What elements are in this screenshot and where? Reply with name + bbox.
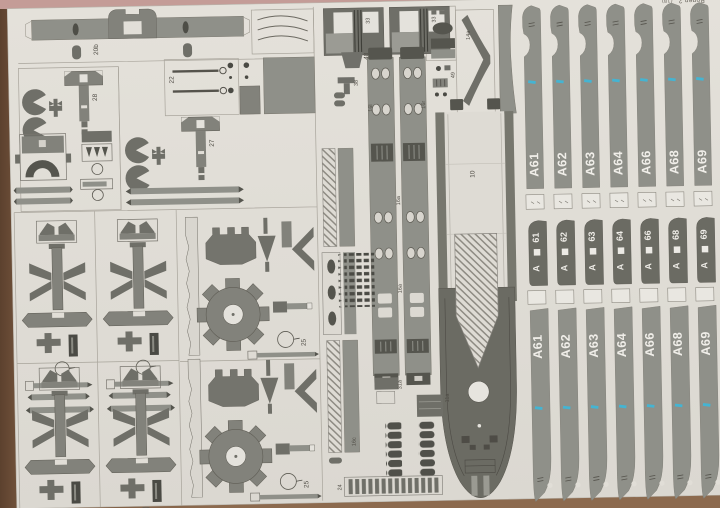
part-number-16a: 16a — [398, 283, 404, 293]
frames-section: A61 A 61 A61 A62 A 62 A62 A63 A 63 A63 A… — [521, 1, 720, 503]
frame-column: A61 A 61 A61 — [521, 4, 554, 503]
side-strip-16c: 16c — [321, 147, 361, 464]
frame-mid-number: 63 — [587, 231, 597, 241]
frame-top-label: A68 — [667, 150, 681, 175]
frame-column: A69 A 69 A69 — [689, 1, 720, 500]
davit-dots-49: 49 — [432, 65, 457, 97]
frame-mid-prefix: A — [643, 263, 653, 270]
part-number-49: 49 — [451, 72, 457, 78]
frame-top-label: A61 — [527, 152, 541, 177]
bow-chevron-14a: 14a — [461, 14, 491, 106]
frame-mid-prefix: A — [615, 263, 625, 270]
pill-column — [418, 419, 436, 477]
frame-column: A62 A 62 A62 — [549, 4, 582, 502]
part-number-38: 38 — [354, 80, 360, 86]
frame-column: A68 A 68 A68 — [661, 2, 694, 500]
part-number-16c: 16c — [352, 437, 358, 446]
gun-mount-part — [15, 133, 72, 181]
window-dash-grid — [338, 252, 376, 308]
frame-mid-prefix: A — [671, 262, 681, 269]
slim-hull-part — [497, 4, 517, 114]
frame-bottom-label: A61 — [531, 334, 545, 359]
part-number-20b: 20b — [93, 44, 100, 55]
frame-bottom-label: A64 — [615, 333, 629, 358]
frame-mid-number: 62 — [559, 232, 569, 242]
fittings-38: 38 — [333, 77, 360, 107]
frame-bottom-label: A63 — [587, 333, 601, 358]
hatch-square-11a: 11a — [416, 393, 451, 417]
frame-column: A63 A 63 A63 — [577, 3, 610, 502]
mast-27-group: 27 — [124, 116, 222, 192]
frame-mid-number: 64 — [615, 231, 625, 241]
frame-mid-prefix: A — [587, 264, 597, 271]
frame-top-label: A62 — [555, 152, 569, 177]
frame-top-label: A63 — [583, 151, 597, 176]
part-number-48: 48 — [363, 52, 370, 60]
part-number-10: 10 — [469, 170, 476, 178]
part-number-28: 28 — [92, 93, 99, 101]
rod-box-22: 22 — [169, 62, 250, 95]
sheet-title: Bogen 2(18) — [661, 0, 704, 4]
part-number-11a: 11a — [445, 393, 451, 403]
frame-top-label: A66 — [639, 150, 653, 175]
fitting-column-box — [430, 10, 456, 59]
part-number-14a: 14a — [466, 30, 472, 40]
part-number-16a: 16a — [396, 195, 402, 205]
deck-part-10: 10 — [435, 98, 517, 498]
part-number-24: 24 — [337, 484, 343, 490]
arrow-box-part — [81, 130, 113, 162]
vent-grid-31a: 31a — [374, 377, 404, 405]
comb-strip-24: 24 — [337, 475, 443, 497]
frame-mid-number: 61 — [531, 233, 541, 243]
frame-column: A64 A 64 A64 — [605, 3, 638, 501]
barbette-circle — [467, 380, 490, 403]
frame-bottom-label: A66 — [643, 332, 657, 357]
part-number-27: 27 — [209, 139, 216, 147]
hatched-deck-area — [454, 233, 499, 369]
part-number-31a: 31a — [397, 379, 403, 389]
small-fittings-left — [80, 163, 114, 201]
frame-column: A66 A 66 A66 — [633, 2, 666, 501]
frame-bottom-label: A69 — [699, 331, 713, 356]
frame-top-label: A64 — [611, 151, 625, 176]
mast-28-group: 28 — [21, 70, 105, 144]
part-number-22: 22 — [169, 76, 176, 84]
pill-column — [385, 420, 403, 478]
part-number-16l: 16l — [368, 104, 374, 111]
frame-mid-number: 69 — [699, 229, 709, 239]
paper-sheet: Bogen 2(18) 20b 22 2 — [6, 0, 720, 508]
davit-curves — [257, 15, 309, 42]
frame-mid-prefix: A — [699, 262, 709, 269]
part-number-16r: 16r — [421, 101, 427, 109]
frame-mid-number: 68 — [671, 230, 681, 240]
frame-bottom-label: A62 — [559, 334, 573, 359]
spreader-bar-part: 20b — [25, 8, 251, 60]
plate-part — [239, 85, 261, 115]
frame-top-label: A69 — [695, 149, 709, 174]
panel-part — [262, 56, 316, 115]
frame-mid-prefix: A — [559, 264, 569, 271]
funnel-base-48: 48 — [341, 51, 370, 69]
frame-mid-prefix: A — [531, 265, 541, 272]
frame-mid-number: 66 — [643, 230, 653, 240]
frame-bottom-label: A68 — [671, 332, 685, 357]
